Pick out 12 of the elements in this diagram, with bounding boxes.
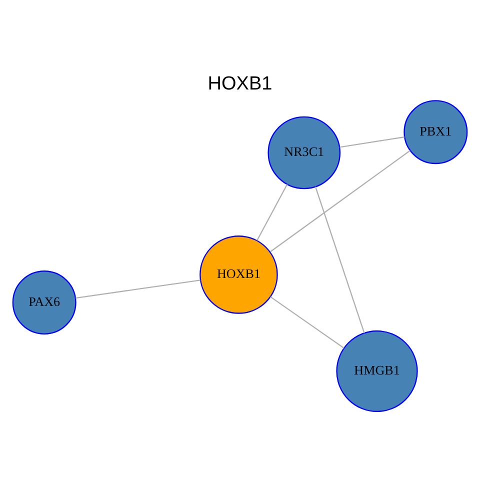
node-circle: PAX6 bbox=[12, 270, 76, 334]
node-circle: HOXB1 bbox=[200, 235, 278, 314]
node-circle: NR3C1 bbox=[268, 116, 341, 189]
connector bbox=[270, 296, 344, 348]
connector bbox=[256, 184, 288, 240]
connector bbox=[314, 186, 365, 333]
connector bbox=[340, 136, 405, 148]
diagram-title: HOXB1 bbox=[208, 73, 272, 94]
connector bbox=[76, 279, 200, 298]
node-circle: PBX1 bbox=[404, 100, 468, 164]
node-circle: HMGB1 bbox=[336, 330, 418, 412]
connector bbox=[270, 150, 410, 252]
